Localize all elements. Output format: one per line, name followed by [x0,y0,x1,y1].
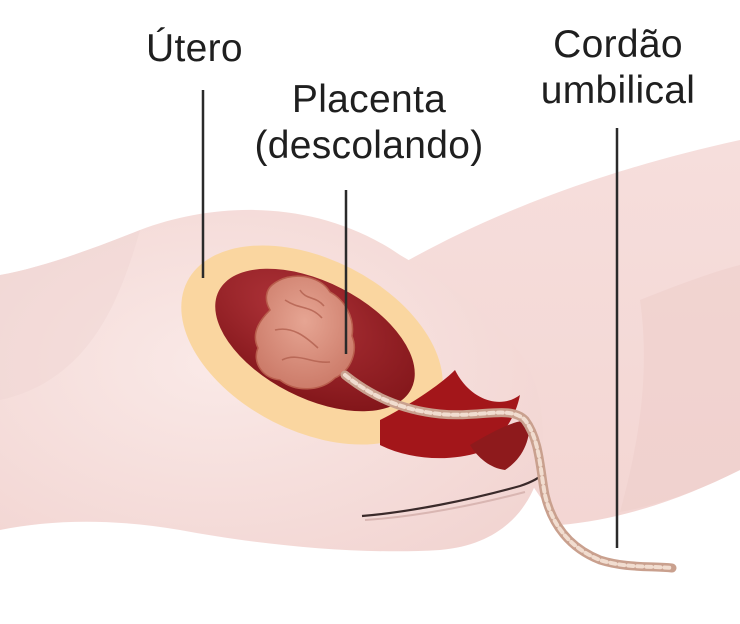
blood-cervix-lower [470,420,530,470]
vaginal-canal-inner [364,491,526,521]
label-placenta: Placenta (descolando) [238,77,500,169]
label-umbilical-cord: Cordão umbilical [528,22,708,114]
label-placenta-line1: Placenta [291,78,447,121]
vaginal-canal [361,471,546,518]
label-cord-line2: umbilical [540,69,696,112]
thigh-shadow [620,265,740,512]
label-cord-line1: Cordão [553,23,683,66]
body-shading [0,230,140,400]
placenta-shape [254,275,356,390]
placenta-texture [274,289,331,363]
umbilical-cord-highlight [343,373,674,570]
label-uterus-text: Útero [146,27,243,70]
label-uterus: Útero [146,26,243,72]
label-placenta-line2: (descolando) [254,124,484,167]
